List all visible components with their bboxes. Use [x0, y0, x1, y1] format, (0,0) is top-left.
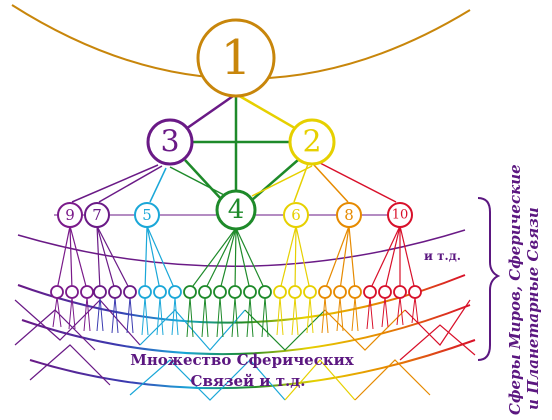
sphere-4: 4 [217, 191, 255, 229]
bottom-caption-line-2: Связей и т.д. [191, 372, 306, 390]
svg-text:2: 2 [302, 125, 321, 160]
side-caption-line-1: Сферы Миров, Сферические [506, 164, 524, 415]
svg-text:9: 9 [65, 206, 75, 224]
svg-text:4: 4 [228, 195, 245, 225]
sphere-9: 9 [58, 203, 82, 227]
sphere-8: 8 [337, 203, 361, 227]
sphere-10: 10 [388, 203, 412, 227]
sphere-6: 6 [284, 203, 308, 227]
right-bracket [478, 198, 498, 360]
svg-text:5: 5 [142, 206, 152, 224]
sphere-5: 5 [135, 203, 159, 227]
svg-text:7: 7 [92, 206, 102, 224]
side-caption-line-2: и Планетарные Связи [524, 207, 542, 410]
svg-text:10: 10 [392, 208, 409, 223]
svg-text:1: 1 [221, 30, 252, 86]
sphere-7: 7 [85, 203, 109, 227]
bead-row [51, 286, 421, 298]
sphere-3: 3 [148, 120, 192, 164]
etc-label: и т.д. [424, 249, 461, 263]
strands [57, 226, 415, 290]
svg-text:8: 8 [344, 206, 354, 224]
svg-text:6: 6 [291, 206, 301, 224]
svg-text:3: 3 [160, 125, 179, 160]
sphere-1: 1 [198, 20, 274, 96]
fringe [53, 297, 418, 337]
bottom-caption-line-1: Множество Сферических [130, 351, 355, 369]
sphere-2: 2 [290, 120, 334, 164]
